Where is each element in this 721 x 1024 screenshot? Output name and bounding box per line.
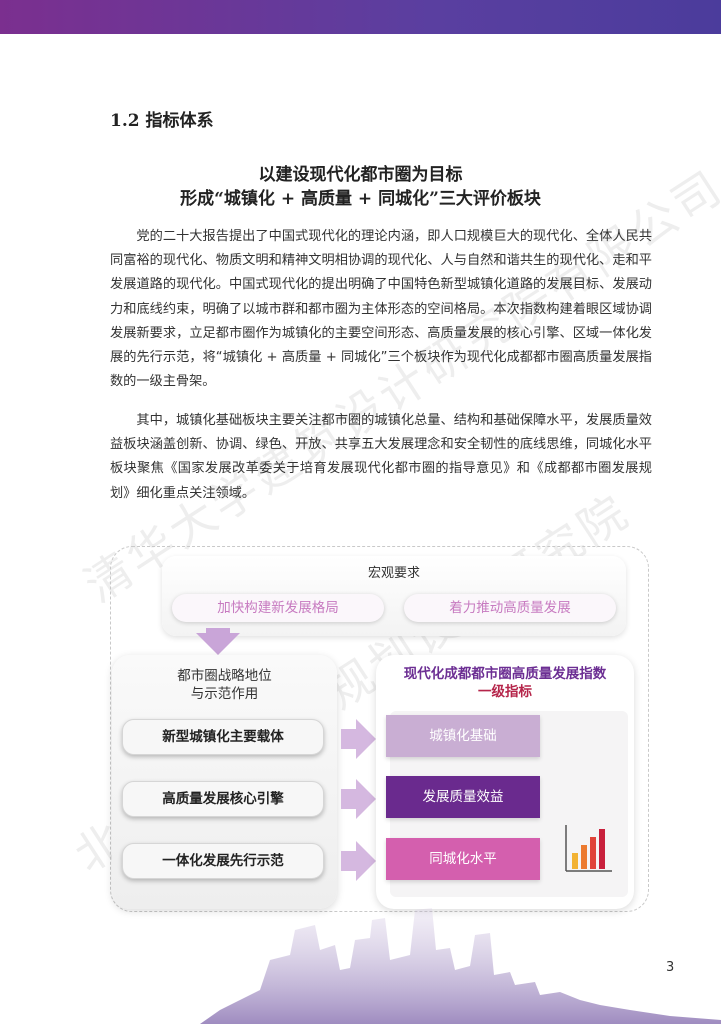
index-title: 现代化成都都市圈高质量发展指数 一级指标	[376, 665, 634, 701]
headline-line-1: 以建设现代化都市圈为目标	[258, 165, 463, 185]
page-number: 3	[666, 960, 675, 975]
requirement-pill: 加快构建新发展格局	[172, 594, 384, 622]
body-paragraph: 党的二十大报告提出了中国式现代化的理论内涵，即人口规模巨大的现代化、全体人民共同…	[110, 229, 652, 390]
body-paragraph: 其中，城镇化基础板块主要关注都市圈的城镇化总量、结构和基础保障水平，发展质量效益…	[110, 413, 652, 501]
diagram-frame	[110, 546, 649, 912]
requirement-pill: 着力推动高质量发展	[404, 594, 616, 622]
down-arrow-stem	[206, 628, 230, 636]
macro-requirements-title: 宏观要求	[367, 566, 420, 581]
down-arrow-icon	[196, 633, 240, 655]
strategic-item: 新型城镇化主要载体	[122, 719, 324, 755]
strategic-position-title-line-1: 都市圈战略地位	[177, 668, 272, 684]
macro-requirements-panel: 宏观要求 加快构建新发展格局 着力推动高质量发展	[162, 556, 626, 636]
index-panel: 现代化成都都市圈高质量发展指数 一级指标 城镇化基础 发展质量效益 同城化水平	[376, 655, 634, 909]
index-title-line-2: 一级指标	[478, 684, 532, 700]
strategic-position-title: 都市圈战略地位 与示范作用	[112, 667, 337, 703]
index-item: 同城化水平	[386, 838, 540, 880]
bar-chart-icon	[565, 825, 612, 872]
city-skyline-illustration	[200, 908, 721, 1024]
strategic-position-title-line-2: 与示范作用	[190, 686, 259, 702]
index-item: 发展质量效益	[386, 776, 540, 818]
section-title: 1.2 指标体系	[110, 111, 214, 131]
headline-line-2: 形成“城镇化 + 高质量 + 同城化”三大评价板块	[180, 189, 541, 209]
header-bar	[0, 0, 721, 34]
index-title-line-1: 现代化成都都市圈高质量发展指数	[403, 666, 607, 682]
strategic-item: 一体化发展先行示范	[122, 843, 324, 879]
index-item: 城镇化基础	[386, 715, 540, 757]
strategic-item: 高质量发展核心引擎	[122, 781, 324, 817]
strategic-position-panel: 都市圈战略地位 与示范作用 新型城镇化主要载体 高质量发展核心引擎 一体化发展先…	[112, 655, 337, 909]
